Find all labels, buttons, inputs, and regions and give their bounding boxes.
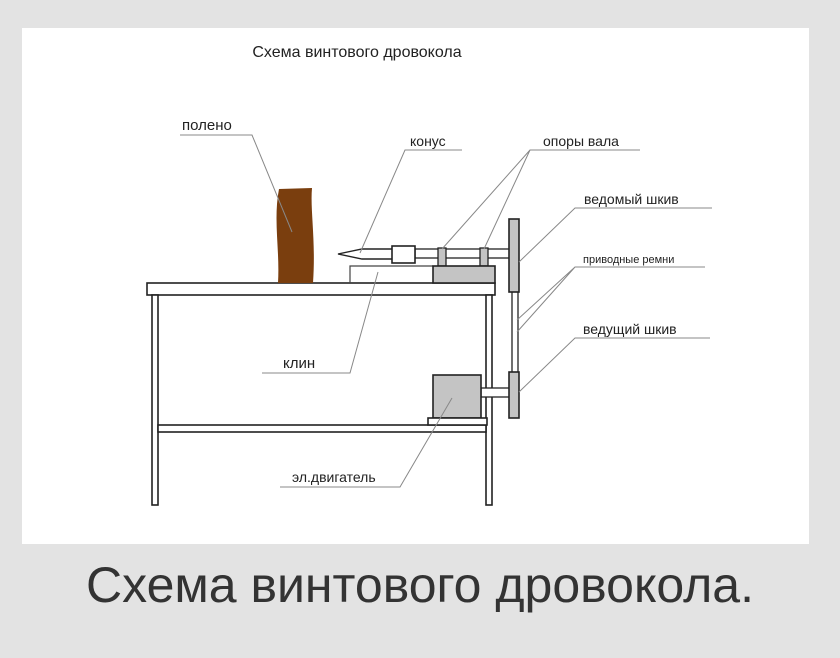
table	[146, 282, 496, 506]
diagram-title: Схема винтового дровокола	[252, 44, 461, 61]
wedge	[349, 265, 433, 283]
cone	[337, 248, 394, 260]
driven-pulley	[508, 218, 520, 293]
shaft-support-1	[437, 247, 447, 267]
shaft	[414, 248, 511, 259]
label-log: полено	[182, 117, 232, 134]
motor-shaft	[480, 387, 511, 398]
label-wedge: клин	[283, 355, 315, 372]
label-drive-pulley: ведущий шкив	[583, 321, 677, 337]
shaft-support-2	[479, 247, 489, 267]
coupling	[391, 245, 416, 264]
label-motor: эл.двигатель	[292, 469, 376, 485]
log	[276, 188, 314, 283]
label-cone: конус	[410, 133, 446, 149]
motor-base	[427, 417, 488, 426]
label-driven-pulley: ведомый шкив	[584, 191, 679, 207]
support-base	[432, 265, 496, 284]
label-drive-belts: приводные ремни	[583, 254, 674, 266]
drive-pulley	[508, 371, 520, 419]
caption: Схема винтового дровокола.	[86, 557, 754, 613]
motor	[432, 374, 482, 419]
leader-lines	[180, 134, 712, 488]
label-shaft-supports: опоры вала	[543, 133, 619, 149]
